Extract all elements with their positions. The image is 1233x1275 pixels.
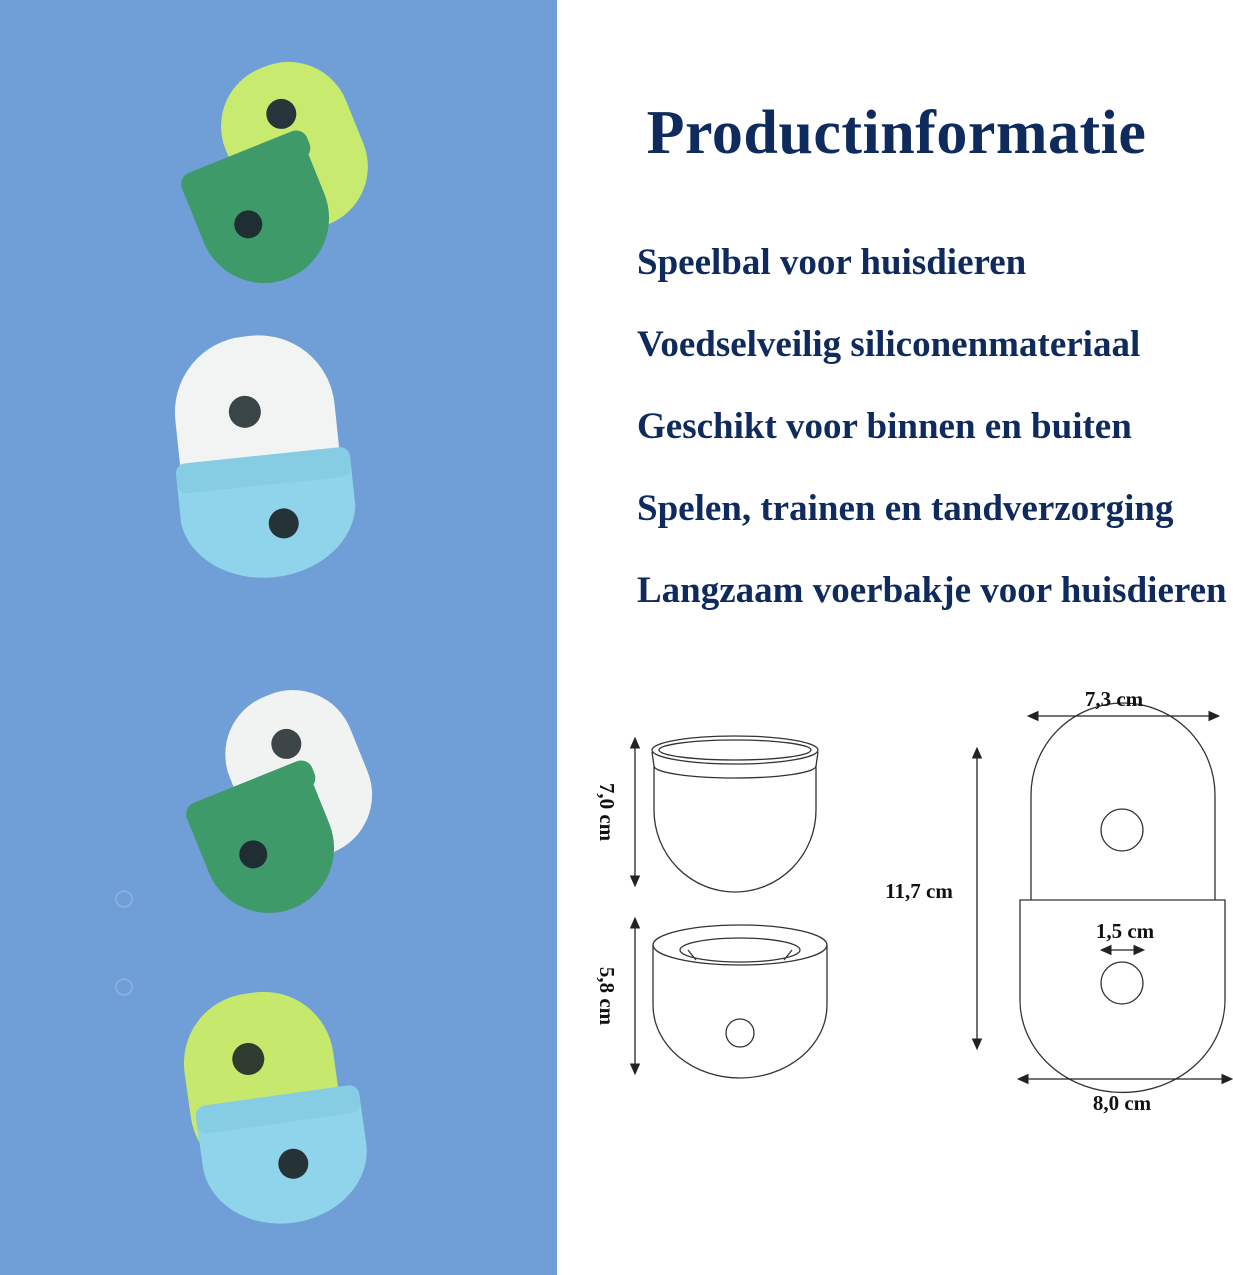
bottom-height-label: 5,8 cm [595,967,619,1026]
top-height-label: 7,0 cm [595,783,619,842]
assembled-capsule-drawing [1019,702,1226,1094]
page-title: Productinformatie [646,99,1147,167]
dimension-diagram: 7,0 cm 5,8 cm 11,7 cm 7,3 cm 1,5 cm 8,0 … [595,687,1233,1115]
bottom-width-label: 8,0 cm [1093,1091,1152,1115]
total-height-label: 11,7 cm [885,879,953,903]
product-photo-panel [0,0,557,1275]
toy-white-blue [174,335,356,578]
feature-item: Geschikt voor binnen en buiten [637,406,1132,447]
feature-item: Spelen, trainen en tandverzorging [637,488,1174,529]
bottom-cup-drawing [652,924,828,1079]
feature-item: Speelbal voor huisdieren [637,242,1027,283]
toy-green-white [186,690,373,913]
feature-list: Speelbal voor huisdieren Voedselveilig s… [637,240,1227,650]
hole-diameter-label: 1,5 cm [1096,919,1155,943]
top-width-label: 7,3 cm [1085,687,1144,711]
bubble-decoration [115,890,133,996]
feature-item: Voedselveilig siliconenmateriaal [637,324,1141,365]
toy-lime-blue [183,991,367,1224]
toy-green-lime [181,61,368,283]
top-cup-drawing [651,735,819,893]
feature-item: Langzaam voerbakje voor huisdieren [637,570,1227,611]
